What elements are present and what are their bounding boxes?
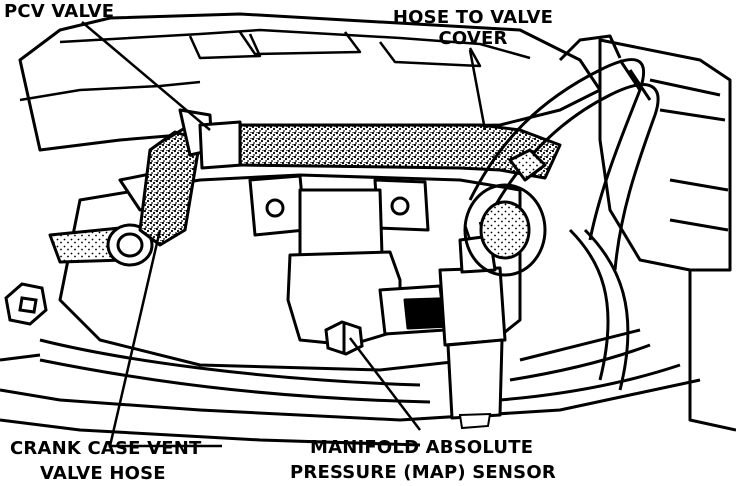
leader-hose-to-valve-cover bbox=[468, 49, 487, 131]
label-pcv-valve: PCV VALVE bbox=[4, 1, 115, 22]
label-hose-to-valve-cover-line1: HOSE TO VALVE bbox=[392, 7, 554, 28]
crank-case-vent-hose bbox=[48, 108, 214, 267]
left-fitting bbox=[4, 282, 48, 326]
hose-to-valve-cover bbox=[238, 123, 562, 180]
label-crank-case-line1: CRANK CASE VENT bbox=[10, 438, 202, 459]
label-crank-case-line2: VALVE HOSE bbox=[40, 463, 166, 484]
mounting-bolt bbox=[324, 320, 364, 356]
throttle-body bbox=[248, 174, 430, 260]
leader-map-sensor bbox=[349, 337, 421, 431]
lower-hoses bbox=[0, 338, 431, 404]
engine-block-right bbox=[598, 38, 736, 432]
map-sensor bbox=[286, 221, 507, 420]
label-map-sensor-line1: MANIFOLD ABSOLUTE bbox=[310, 437, 534, 458]
pcv-valve bbox=[198, 120, 244, 170]
leader-pcv-valve bbox=[81, 21, 211, 131]
leader-lines bbox=[81, 21, 487, 448]
wiring-harness bbox=[463, 34, 681, 402]
label-map-sensor-line2: PRESSURE (MAP) SENSOR bbox=[290, 462, 556, 483]
sensor-tag bbox=[458, 412, 492, 430]
label-hose-to-valve-cover-line2: COVER bbox=[438, 28, 508, 49]
leader-crank-case bbox=[108, 229, 222, 448]
